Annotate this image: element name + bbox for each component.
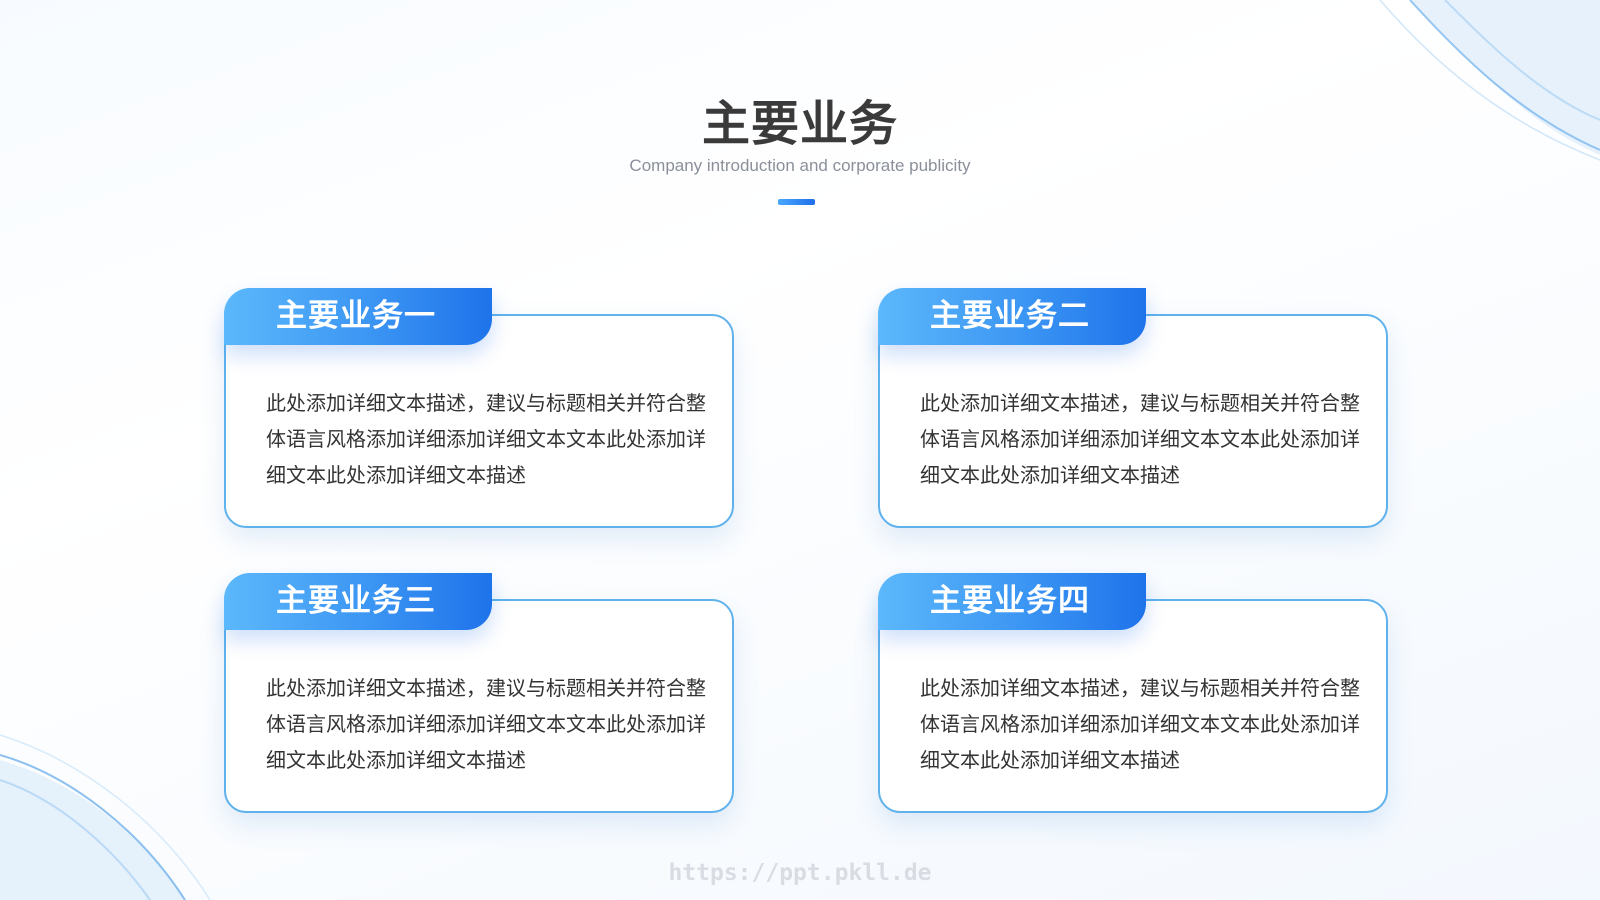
business-card-2 bbox=[878, 314, 1388, 528]
title-accent-bar bbox=[778, 199, 815, 205]
slide-title: 主要业务 bbox=[701, 96, 898, 152]
business-card-3 bbox=[224, 599, 734, 813]
business-card-2-text: 此处添加详细文本描述，建议与标题相关并符合整体语言风格添加详细添加详细文本文本此… bbox=[920, 391, 1360, 487]
business-card-4-text: 此处添加详细文本描述，建议与标题相关并符合整体语言风格添加详细添加详细文本文本此… bbox=[920, 676, 1360, 772]
business-card-1-text: 此处添加详细文本描述，建议与标题相关并符合整体语言风格添加详细添加详细文本文本此… bbox=[266, 391, 706, 487]
business-card-1-heading: 主要业务一 bbox=[224, 288, 492, 345]
watermark-url: https://ppt.pkll.de bbox=[668, 860, 932, 886]
business-card-4-heading: 主要业务四 bbox=[878, 573, 1146, 630]
business-card-3-heading: 主要业务三 bbox=[224, 573, 492, 630]
business-card-2-heading: 主要业务二 bbox=[878, 288, 1146, 345]
slide-subtitle: Company introduction and corporate publi… bbox=[629, 156, 971, 175]
business-card-3-text: 此处添加详细文本描述，建议与标题相关并符合整体语言风格添加详细添加详细文本文本此… bbox=[266, 676, 706, 772]
business-card-1 bbox=[224, 314, 734, 528]
